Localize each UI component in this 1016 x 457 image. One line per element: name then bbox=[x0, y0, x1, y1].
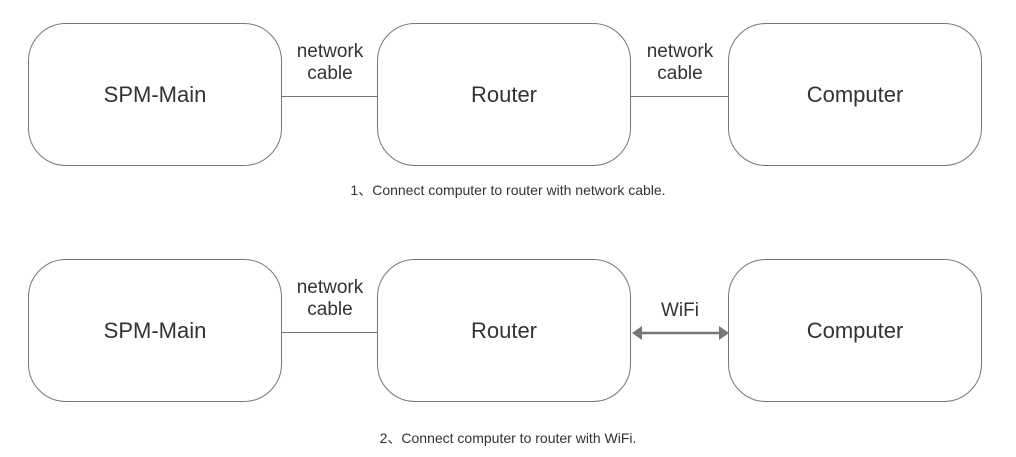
cable-line bbox=[631, 96, 729, 97]
node-label: SPM-Main bbox=[103, 317, 207, 343]
node-label: Computer bbox=[806, 317, 904, 343]
node-router-2: Router bbox=[377, 259, 631, 402]
cable-line bbox=[282, 96, 378, 97]
cable-line bbox=[282, 332, 378, 333]
wifi-label: WiFi bbox=[661, 300, 699, 321]
node-computer-2: Computer bbox=[728, 259, 982, 402]
node-label: SPM-Main bbox=[103, 81, 207, 107]
node-router-1: Router bbox=[377, 23, 631, 166]
node-label: Router bbox=[470, 81, 538, 107]
node-spm-main-2: SPM-Main bbox=[28, 259, 282, 402]
node-spm-main-1: SPM-Main bbox=[28, 23, 282, 166]
caption-1: 1、Connect computer to router with networ… bbox=[350, 182, 666, 198]
node-computer-1: Computer bbox=[728, 23, 982, 166]
node-label: Computer bbox=[806, 81, 904, 107]
caption-2: 2、Connect computer to router with WiFi. bbox=[379, 430, 637, 446]
node-label: Router bbox=[470, 317, 538, 343]
